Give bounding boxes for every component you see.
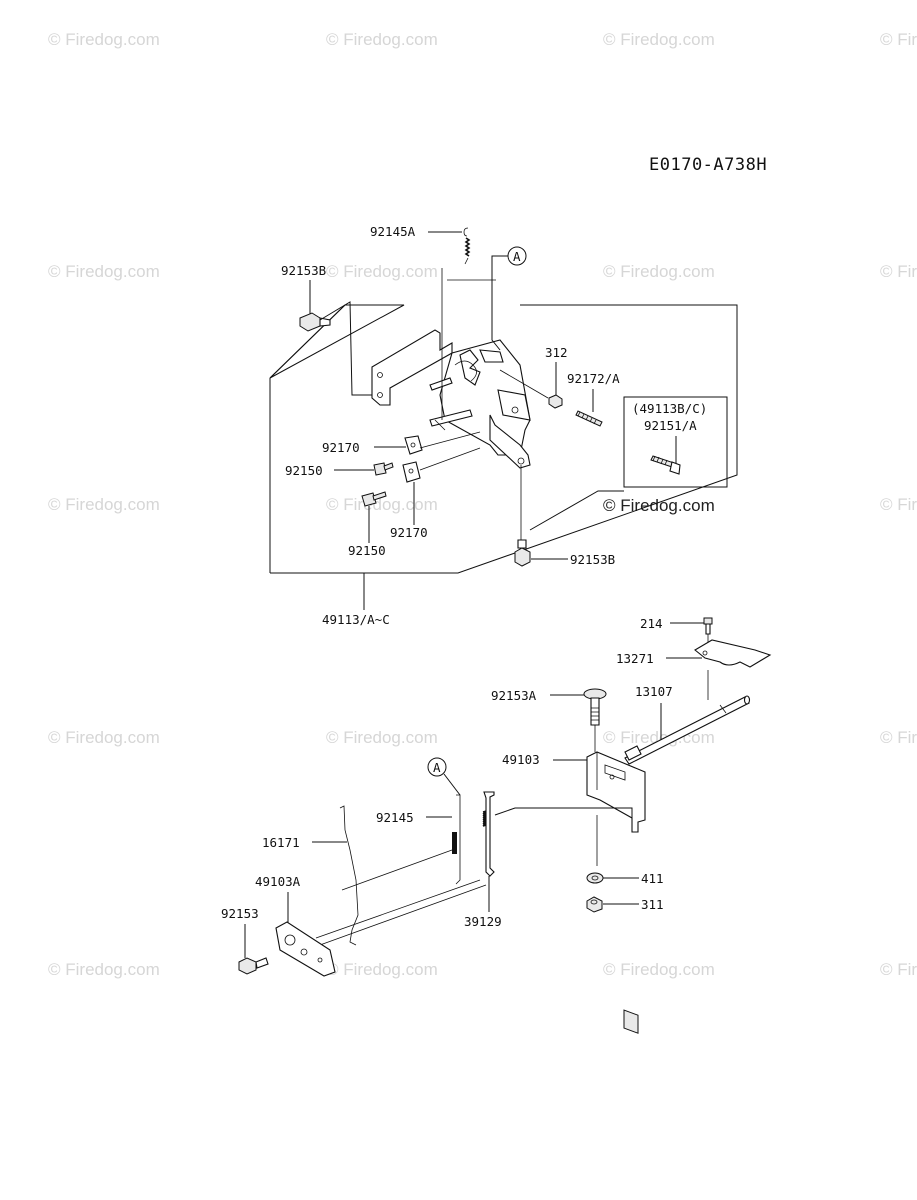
lever-49103A-icon [275, 921, 336, 977]
watermark: © Firedog.com [880, 262, 917, 281]
label-411: 411 [641, 871, 664, 886]
label-16171: 16171 [262, 835, 300, 850]
carriage-bolt-92153A-icon [583, 688, 607, 726]
watermark: © Firedog.com [603, 262, 715, 281]
clip-92170-b-icon [402, 461, 421, 483]
label-13107: 13107 [635, 684, 673, 699]
flange-bolt-92153B-icon [299, 312, 331, 332]
watermark: © Firedog.com [326, 728, 438, 747]
flange-bolt-92153-icon [238, 957, 269, 975]
rod-39129-icon [483, 791, 495, 877]
flange-bolt-92153B-bottom-icon [514, 539, 531, 567]
label-92153: 92153 [221, 906, 259, 921]
upper-assembly: (49113B/C) 92151/A [269, 224, 738, 627]
label-92170-b: 92170 [390, 525, 428, 540]
watermark: © Firedog.com [48, 960, 160, 979]
watermark: © Firedog.com [326, 495, 438, 514]
label-92145: 92145 [376, 810, 414, 825]
lever-49103-icon [586, 751, 646, 1034]
governor-bracket-icon [371, 329, 531, 469]
inset-label-49113BC: (49113B/C) [632, 401, 707, 416]
watermark-grid: © Firedog.com © Firedog.com © Firedog.co… [48, 30, 917, 979]
label-92153A: 92153A [491, 688, 537, 703]
rod-16171-icon [339, 805, 359, 946]
label-214: 214 [640, 616, 663, 631]
nut-312-icon [548, 394, 563, 409]
screw-92151-icon [650, 455, 681, 475]
watermark: © Firedog.com [603, 30, 715, 49]
label-92145A: 92145A [370, 224, 416, 239]
bolt-214-icon [703, 617, 713, 635]
label-92172A: 92172/A [567, 371, 620, 386]
nut-311-icon [586, 896, 603, 913]
bolt-92150-b-icon [361, 491, 387, 507]
diagram-code: E0170-A738H [649, 155, 767, 175]
label-92150-b: 92150 [348, 543, 386, 558]
watermark: © Firedog.com [326, 960, 438, 979]
screw-92172-icon [575, 410, 603, 427]
watermark: © Firedog.com [48, 262, 160, 281]
bolt-92150-a-icon [373, 462, 394, 476]
label-13271: 13271 [616, 651, 654, 666]
watermark: © Firedog.com [326, 30, 438, 49]
watermark: © Firedog.com [48, 495, 160, 514]
label-39129: 39129 [464, 914, 502, 929]
watermark: © Firedog.com [48, 30, 160, 49]
plate-13271-icon [694, 639, 772, 668]
watermark-dark: © Firedog.com [603, 496, 715, 515]
callout-A-upper: A [491, 246, 527, 351]
label-49103: 49103 [502, 752, 540, 767]
spring-92145A-icon [463, 227, 471, 265]
label-92153B-top: 92153B [281, 263, 326, 278]
watermark: © Firedog.com [326, 262, 438, 281]
watermark: © Firedog.com [880, 960, 917, 979]
callout-letter: A [433, 760, 441, 775]
lower-assembly: 214 13271 92153A 13107 [221, 616, 772, 1034]
inset-label-92151: 92151/A [644, 418, 697, 433]
watermark: © Firedog.com [48, 728, 160, 747]
watermark: © Firedog.com [880, 728, 917, 747]
spring-92145-icon [452, 794, 491, 885]
watermark: © Firedog.com [603, 960, 715, 979]
inset-box [623, 396, 728, 488]
label-311: 311 [641, 897, 664, 912]
label-49103A: 49103A [255, 874, 301, 889]
watermark: © Firedog.com [880, 30, 917, 49]
label-49113: 49113/A~C [322, 612, 390, 627]
watermark: © Firedog.com [880, 495, 917, 514]
label-92170-a: 92170 [322, 440, 360, 455]
label-92150-a: 92150 [285, 463, 323, 478]
callout-letter: A [513, 249, 521, 264]
clip-92170-a-icon [404, 435, 423, 455]
label-92153B-bottom: 92153B [570, 552, 615, 567]
shaft-13107-icon [624, 695, 751, 765]
label-312: 312 [545, 345, 568, 360]
washer-411-icon [586, 872, 604, 884]
callout-A-lower: A [427, 757, 461, 796]
